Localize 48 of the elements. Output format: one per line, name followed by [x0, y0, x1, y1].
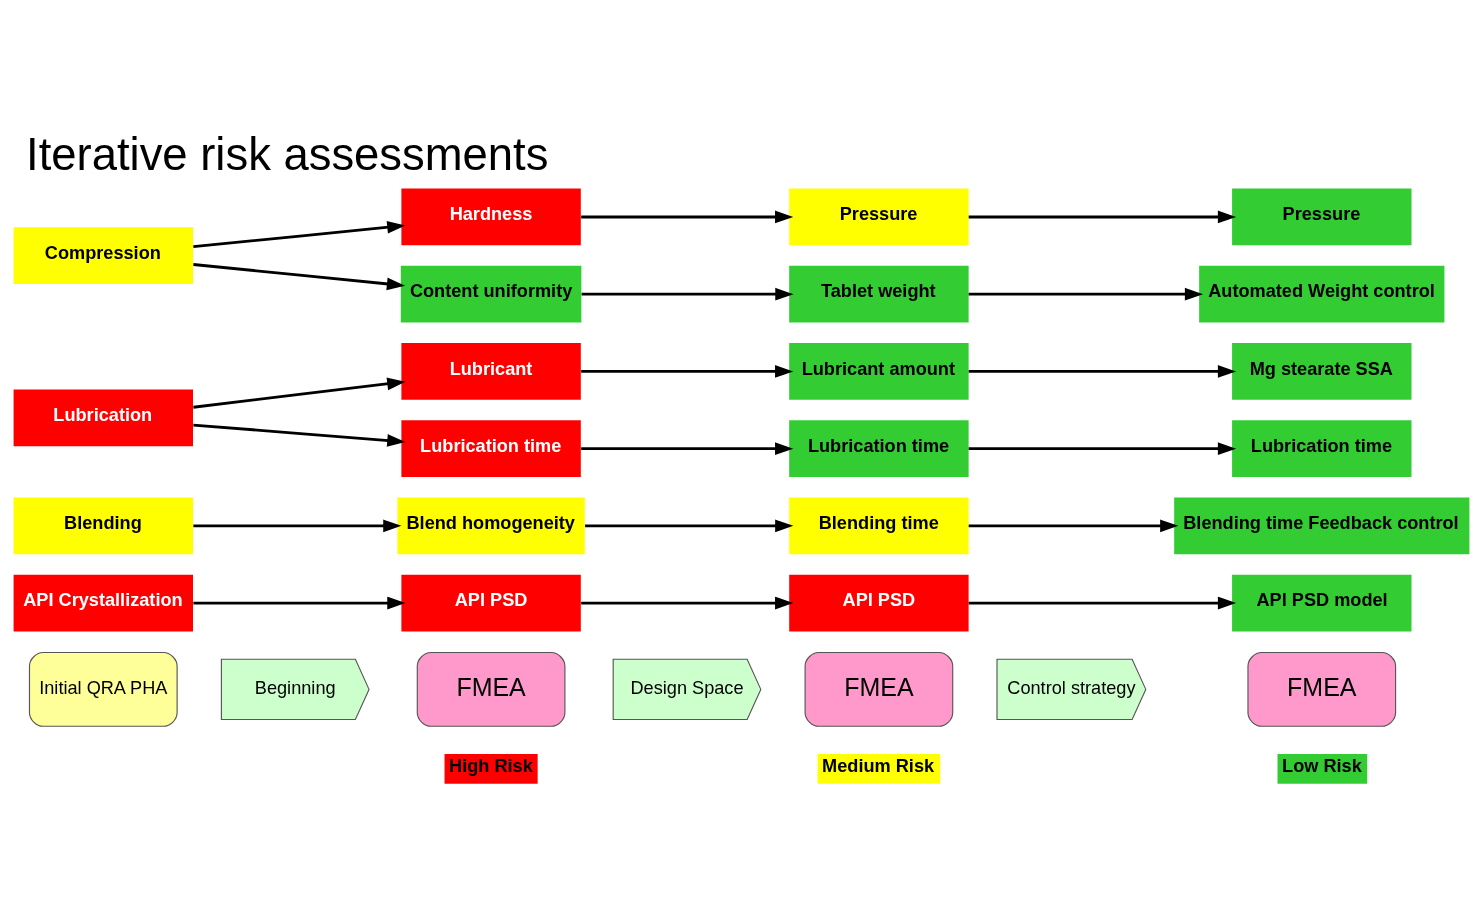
node-box: Blend homogeneity: [397, 497, 585, 555]
arrow: [581, 210, 794, 224]
legend-label: Low Risk: [1282, 756, 1362, 777]
node-box: Pressure: [1232, 188, 1412, 246]
arrow: [581, 365, 794, 378]
node-box: Blending time: [789, 497, 969, 555]
node-box: Initial QRA PHA: [28, 651, 178, 727]
node-box: API Crystallization: [13, 574, 193, 632]
arrow: [968, 365, 1237, 378]
arrow: [585, 519, 794, 533]
node-box: API PSD: [789, 574, 969, 632]
node-box: Mg stearate SSA: [1232, 343, 1412, 400]
node-box: Content uniformity: [400, 265, 582, 323]
arrow: [968, 210, 1237, 224]
arrow: [581, 442, 794, 456]
node-box: Compression: [13, 227, 193, 284]
node-box: Blending: [13, 497, 193, 555]
arrow: [193, 423, 406, 447]
node-box: Tablet weight: [789, 265, 969, 323]
node-box: Lubrication time: [789, 420, 969, 478]
node-box: API PSD: [401, 574, 581, 632]
arrow: [581, 287, 794, 301]
arrow: [193, 263, 406, 291]
arrow: [581, 596, 794, 610]
node-box: FMEA: [1247, 651, 1397, 727]
node-box: Lubricant: [401, 343, 581, 400]
node-box: Lubrication time: [401, 420, 581, 478]
node-box: FMEA: [416, 651, 566, 727]
arrow: [968, 442, 1237, 456]
node-box: Automated Weight control: [1199, 265, 1445, 323]
node-box: Lubrication: [13, 389, 193, 447]
node-box: Pressure: [789, 188, 969, 246]
node-box: Blending time Feedback control: [1174, 497, 1470, 555]
node-box: FMEA: [804, 651, 954, 727]
node-box: API PSD model: [1232, 574, 1412, 632]
node-box: Lubricant amount: [789, 343, 969, 400]
node-box: Lubrication time: [1232, 420, 1412, 478]
legend-label: Medium Risk: [822, 756, 935, 777]
arrow: [193, 519, 402, 533]
arrow: [193, 377, 406, 409]
arrow: [968, 287, 1204, 301]
diagram-title: Iterative risk assessments: [26, 129, 549, 181]
arrow: [968, 596, 1237, 610]
arrow: [193, 596, 406, 610]
arrow: [193, 220, 406, 249]
legend-label: High Risk: [449, 756, 533, 777]
node-box: Hardness: [401, 188, 581, 246]
arrow: [968, 519, 1179, 533]
